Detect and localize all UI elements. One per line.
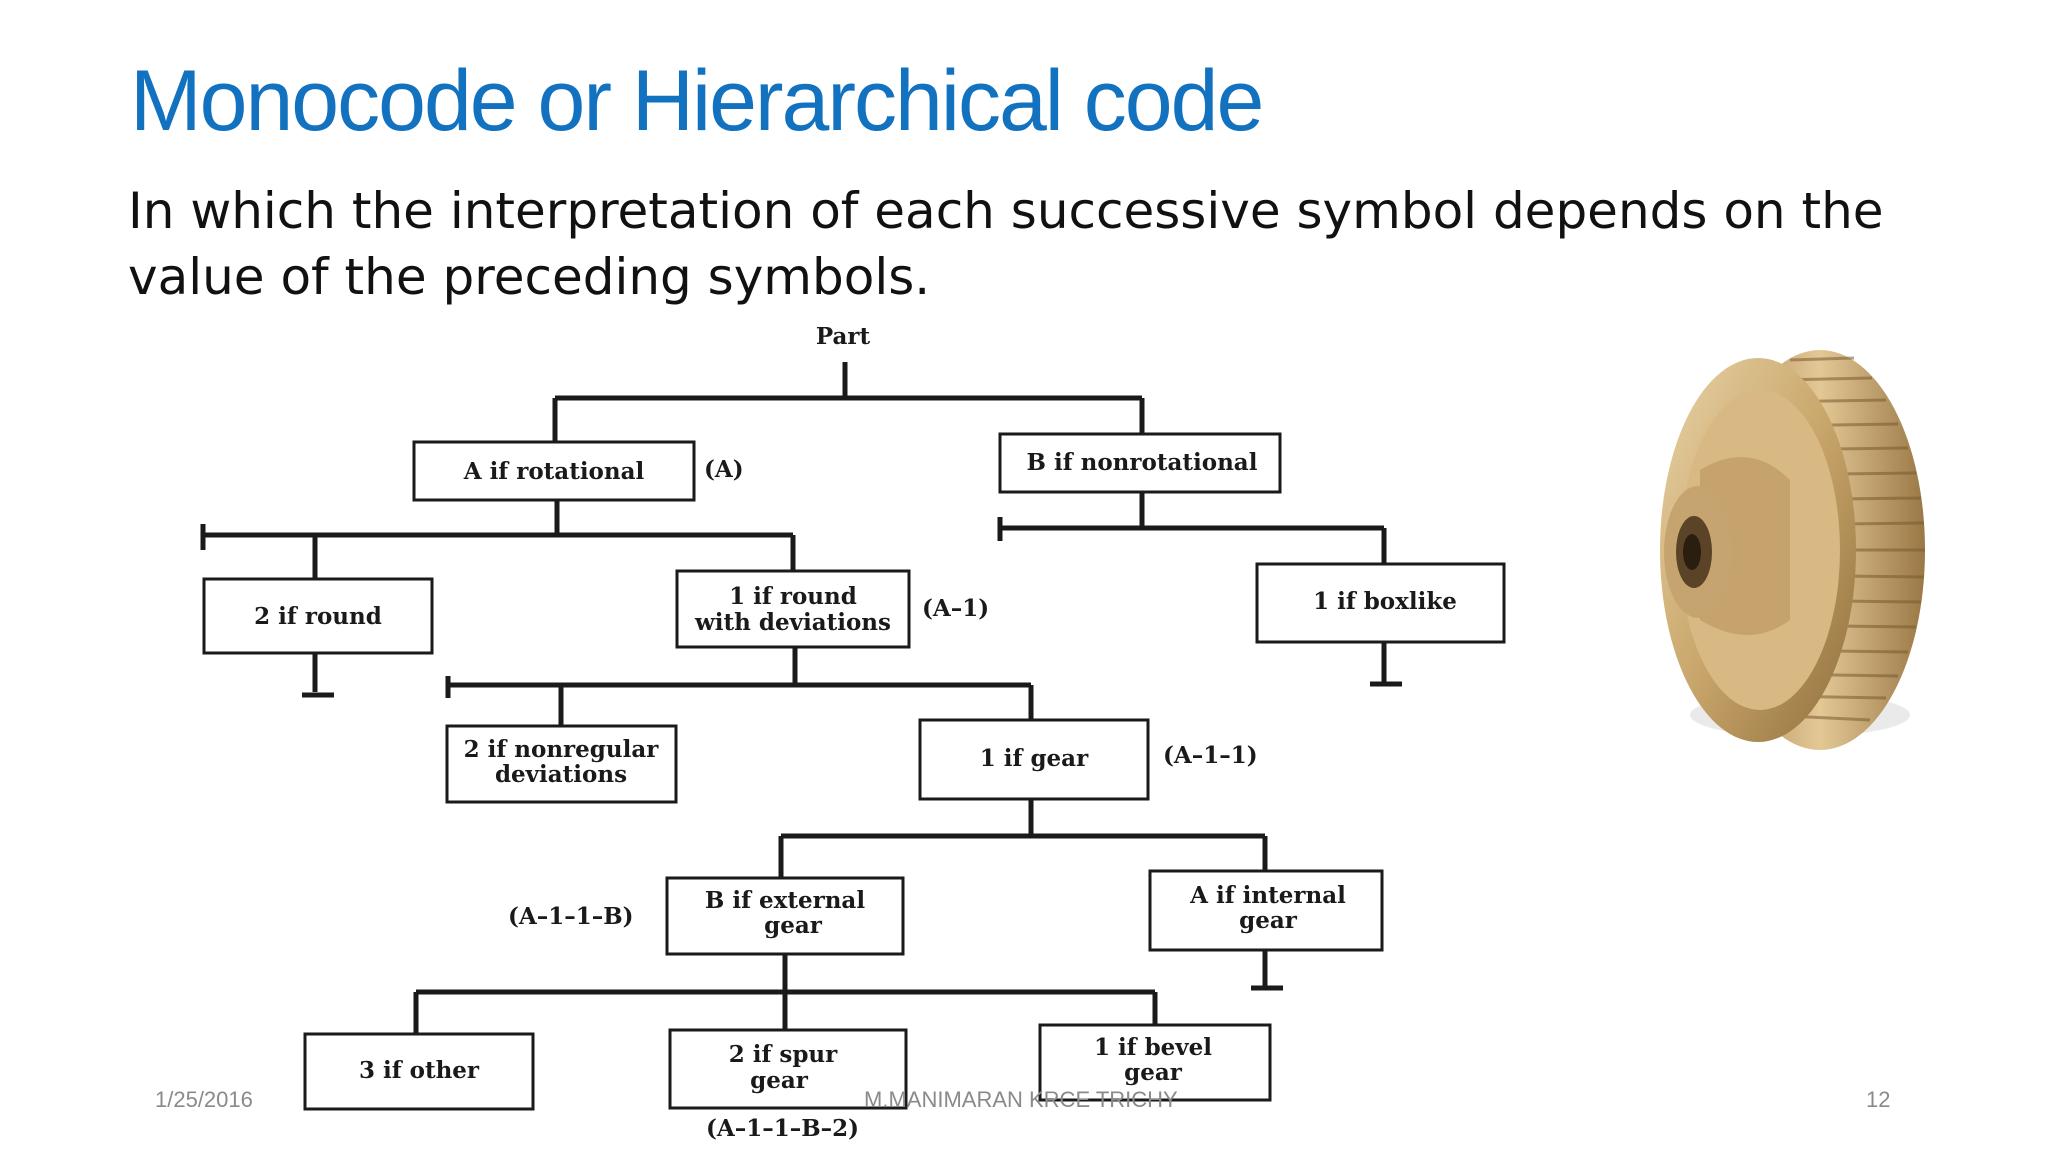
node-spur: 2 if spur gear: [668, 1028, 908, 1110]
edge-rotational: [200, 500, 796, 579]
node-round-deviations-label-1: 1 if round: [729, 583, 857, 610]
node-external-box: [665, 876, 905, 956]
node-nonregular-box: [445, 724, 678, 804]
node-round: 2 if round: [202, 577, 434, 655]
node-boxlike-box: [1255, 562, 1506, 644]
edge-round-terminal: [302, 653, 334, 698]
slide-body-text: In which the interpretation of each succ…: [128, 182, 1884, 306]
gear-body: [1660, 350, 1925, 750]
node-nonregular-label-2: deviations: [495, 761, 627, 788]
node-external-label-1: B if external: [705, 887, 865, 914]
node-rotational-label: A if rotational: [463, 458, 645, 485]
code-label-a11: (A–1–1): [1163, 742, 1258, 769]
node-spur-label-2: gear: [750, 1067, 809, 1094]
node-boxlike: 1 if boxlike: [1255, 562, 1506, 644]
node-bevel: 1 if bevel gear: [1038, 1023, 1272, 1102]
code-label-a11b: (A–1–1–B): [508, 903, 634, 930]
node-spur-label-1: 2 if spur: [729, 1041, 838, 1068]
edge-external: [413, 954, 1158, 1034]
node-round-deviations: 1 if round with deviations: [675, 569, 911, 649]
node-other-box: [303, 1032, 535, 1111]
node-round-label: 2 if round: [254, 603, 382, 630]
node-nonrotational: B if nonrotational: [998, 432, 1282, 494]
node-root: Part: [816, 323, 871, 350]
node-external-label-2: gear: [764, 912, 823, 939]
node-internal-label-1: A if internal: [1189, 882, 1346, 909]
node-rotational-box: [412, 440, 696, 502]
node-external: B if external gear: [665, 876, 905, 956]
footer-date: 1/25/2016: [155, 1087, 253, 1112]
edge-round-dev: [445, 647, 1034, 726]
node-round-deviations-box: [675, 569, 911, 649]
node-internal: A if internal gear: [1148, 869, 1384, 952]
code-label-a11b2: (A–1–1–B–2): [706, 1115, 859, 1142]
edge-boxlike-terminal: [1370, 642, 1402, 687]
footer-author: M.MANIMARAN KRCE TRICHY: [864, 1087, 1178, 1112]
node-spur-box: [668, 1028, 908, 1110]
footer-page-number: 12: [1866, 1087, 1891, 1112]
node-nonrotational-box: [998, 432, 1282, 494]
node-nonregular: 2 if nonregular deviations: [445, 724, 678, 804]
edge-nonrotational: [997, 492, 1387, 564]
node-other: 3 if other: [303, 1032, 535, 1111]
edge-gear: [778, 799, 1268, 878]
node-root-label: Part: [816, 323, 871, 350]
node-round-box: [202, 577, 434, 655]
node-bevel-box: [1038, 1023, 1272, 1102]
node-bevel-label-2: gear: [1124, 1059, 1183, 1086]
edge-internal-terminal: [1251, 950, 1283, 991]
node-boxlike-label: 1 if boxlike: [1313, 588, 1457, 615]
node-nonregular-label-1: 2 if nonregular: [464, 736, 660, 763]
node-rotational: A if rotational: [412, 440, 696, 502]
diagram-connectors: [200, 362, 1402, 1034]
node-internal-label-2: gear: [1239, 907, 1298, 934]
node-gear-label: 1 if gear: [980, 745, 1089, 772]
node-gear-box: [918, 718, 1150, 801]
node-round-deviations-label-2: with deviations: [694, 609, 891, 636]
node-other-label: 3 if other: [359, 1057, 480, 1084]
node-nonrotational-label: B if nonrotational: [1027, 449, 1258, 476]
node-gear: 1 if gear: [918, 718, 1150, 801]
gear-photo-icon: [1660, 350, 1925, 750]
code-label-a: (A): [704, 456, 744, 483]
node-bevel-label-1: 1 if bevel: [1094, 1034, 1212, 1061]
edge-part: [552, 362, 1145, 442]
code-label-a1: (A–1): [922, 595, 989, 622]
node-internal-box: [1148, 869, 1384, 952]
slide-title: Monocode or Hierarchical code: [130, 53, 1264, 149]
